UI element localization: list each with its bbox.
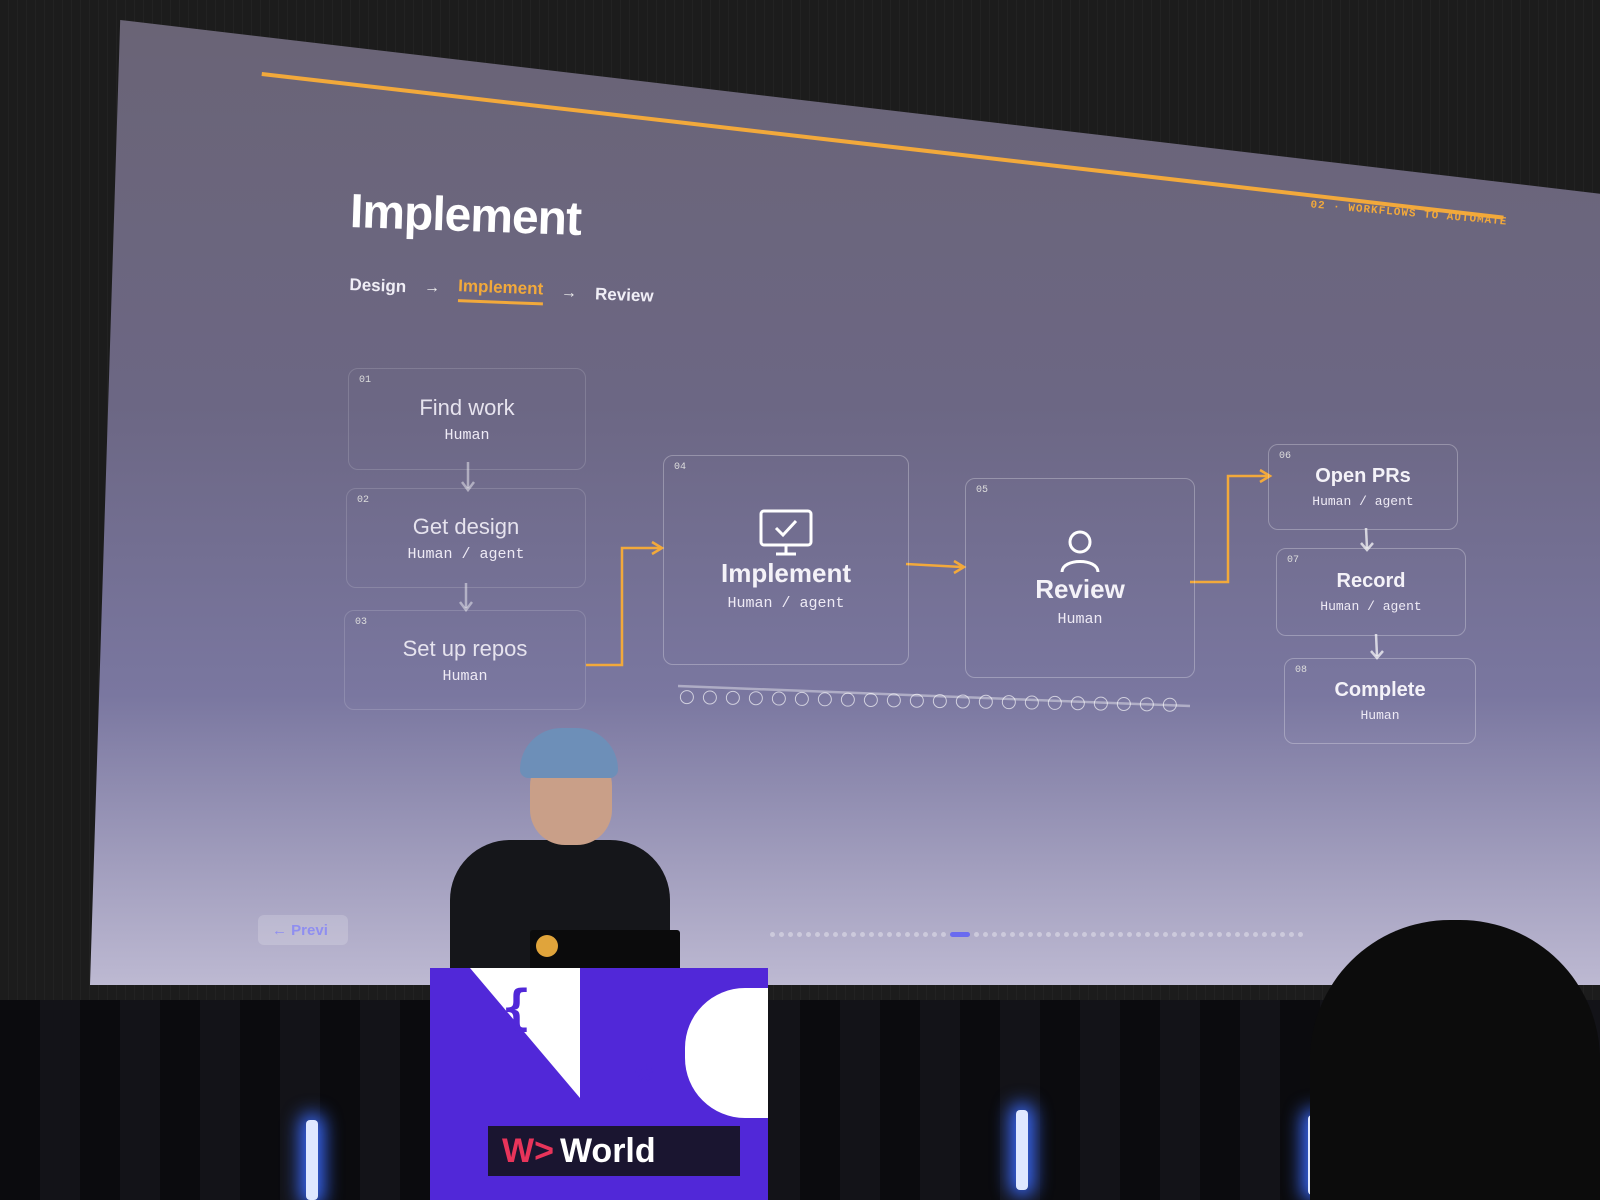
arrowhead-icon xyxy=(1370,650,1384,660)
timeline-dot xyxy=(932,693,947,709)
arrowhead-icon xyxy=(459,601,473,613)
event-brand-text: World xyxy=(559,1131,656,1170)
step-number: 04 xyxy=(674,462,687,473)
connector-05-06 xyxy=(1190,474,1268,584)
timeline-dot xyxy=(725,690,740,705)
step-role: Human / agent xyxy=(1320,599,1422,614)
step-role: Human / agent xyxy=(727,595,845,612)
step-name: Find work xyxy=(419,394,515,420)
step-name: Open PRs xyxy=(1315,465,1411,487)
timeline-dot xyxy=(817,692,832,707)
timeline-dot xyxy=(1070,696,1085,711)
step-role: Human xyxy=(444,426,490,444)
timeline-dot xyxy=(702,690,717,705)
timeline-dot xyxy=(1047,695,1062,710)
connector-07-08 xyxy=(1374,633,1379,657)
step-number: 06 xyxy=(1279,451,1292,462)
arrowhead-icon xyxy=(461,481,475,493)
slide-progress[interactable] xyxy=(770,932,1303,937)
arrowhead-icon xyxy=(651,540,665,556)
step-card-complete: 08 Complete Human xyxy=(1284,658,1476,744)
timeline-dot xyxy=(863,692,878,708)
step-number: 01 xyxy=(359,375,372,386)
connector-03-04 xyxy=(586,546,660,667)
timeline-dot xyxy=(771,691,786,706)
stage-light xyxy=(306,1120,318,1200)
timeline-dot xyxy=(840,692,855,707)
timeline-dot xyxy=(1001,695,1016,710)
timeline-dot xyxy=(794,691,809,707)
step-role: Human xyxy=(1360,708,1400,723)
timeline-dot xyxy=(679,690,694,705)
presenter-hair xyxy=(520,728,618,778)
timeline-dot xyxy=(1024,695,1039,710)
arrowhead-icon xyxy=(953,559,967,575)
podium: { * W> World xyxy=(430,968,768,1200)
step-card-record: 07 Record Human / agent xyxy=(1276,548,1466,636)
step-card-implement: 04 Implement Human / agent xyxy=(663,455,909,665)
monitor-check-icon xyxy=(759,509,813,556)
timeline-dot xyxy=(886,693,901,708)
previous-slide-button[interactable]: ← Previ xyxy=(258,915,348,945)
brace-icon: { xyxy=(502,980,531,1036)
step-card-review: 05 Review Human xyxy=(965,478,1195,678)
step-role: Human / agent xyxy=(1312,494,1414,509)
step-role: Human / agent xyxy=(407,545,525,563)
timeline-dot xyxy=(748,691,763,706)
timeline-dot xyxy=(1162,697,1177,712)
timeline-dot xyxy=(1116,696,1131,712)
current-slide-indicator xyxy=(950,932,970,937)
audience-head xyxy=(1310,920,1600,1200)
timeline-dot xyxy=(1139,697,1154,712)
step-card-get-design: 02 Get design Human / agent xyxy=(346,488,586,588)
arrowhead-icon xyxy=(1259,468,1273,484)
step-number: 07 xyxy=(1287,555,1300,566)
step-name: Implement xyxy=(720,558,852,588)
logo-mark-icon: W> xyxy=(502,1131,554,1170)
podium-shape xyxy=(685,988,768,1118)
step-number: 02 xyxy=(357,495,370,506)
step-card-find-work: 01 Find work Human xyxy=(348,368,586,470)
projection-screen xyxy=(90,20,1600,985)
step-role: Human xyxy=(1057,611,1103,628)
step-name: Set up repos xyxy=(402,635,528,661)
step-name: Record xyxy=(1336,570,1406,592)
step-name: Complete xyxy=(1334,679,1426,701)
asterisk-icon: * xyxy=(635,1054,653,1106)
connector-04-05 xyxy=(905,562,963,569)
stage-light xyxy=(1016,1110,1028,1190)
arrowhead-icon xyxy=(1360,542,1374,552)
person-icon xyxy=(1060,530,1100,573)
step-card-set-up-repos: 03 Set up repos Human xyxy=(344,610,586,710)
step-number: 03 xyxy=(355,617,368,628)
event-logo: W> World xyxy=(488,1126,740,1176)
step-number: 05 xyxy=(976,485,989,496)
timeline-dot xyxy=(978,694,993,709)
laptop-sticker xyxy=(536,935,558,957)
step-name: Get design xyxy=(412,513,520,539)
step-number: 08 xyxy=(1295,665,1308,676)
timeline-dot xyxy=(909,693,924,708)
timeline-dot xyxy=(1093,696,1108,711)
step-name: Review xyxy=(1035,574,1125,604)
connector-06-07 xyxy=(1364,527,1369,549)
timeline-dot xyxy=(955,694,970,709)
timeline-line xyxy=(677,684,1191,708)
step-role: Human xyxy=(442,667,488,685)
step-card-open-prs: 06 Open PRs Human / agent xyxy=(1268,444,1458,530)
